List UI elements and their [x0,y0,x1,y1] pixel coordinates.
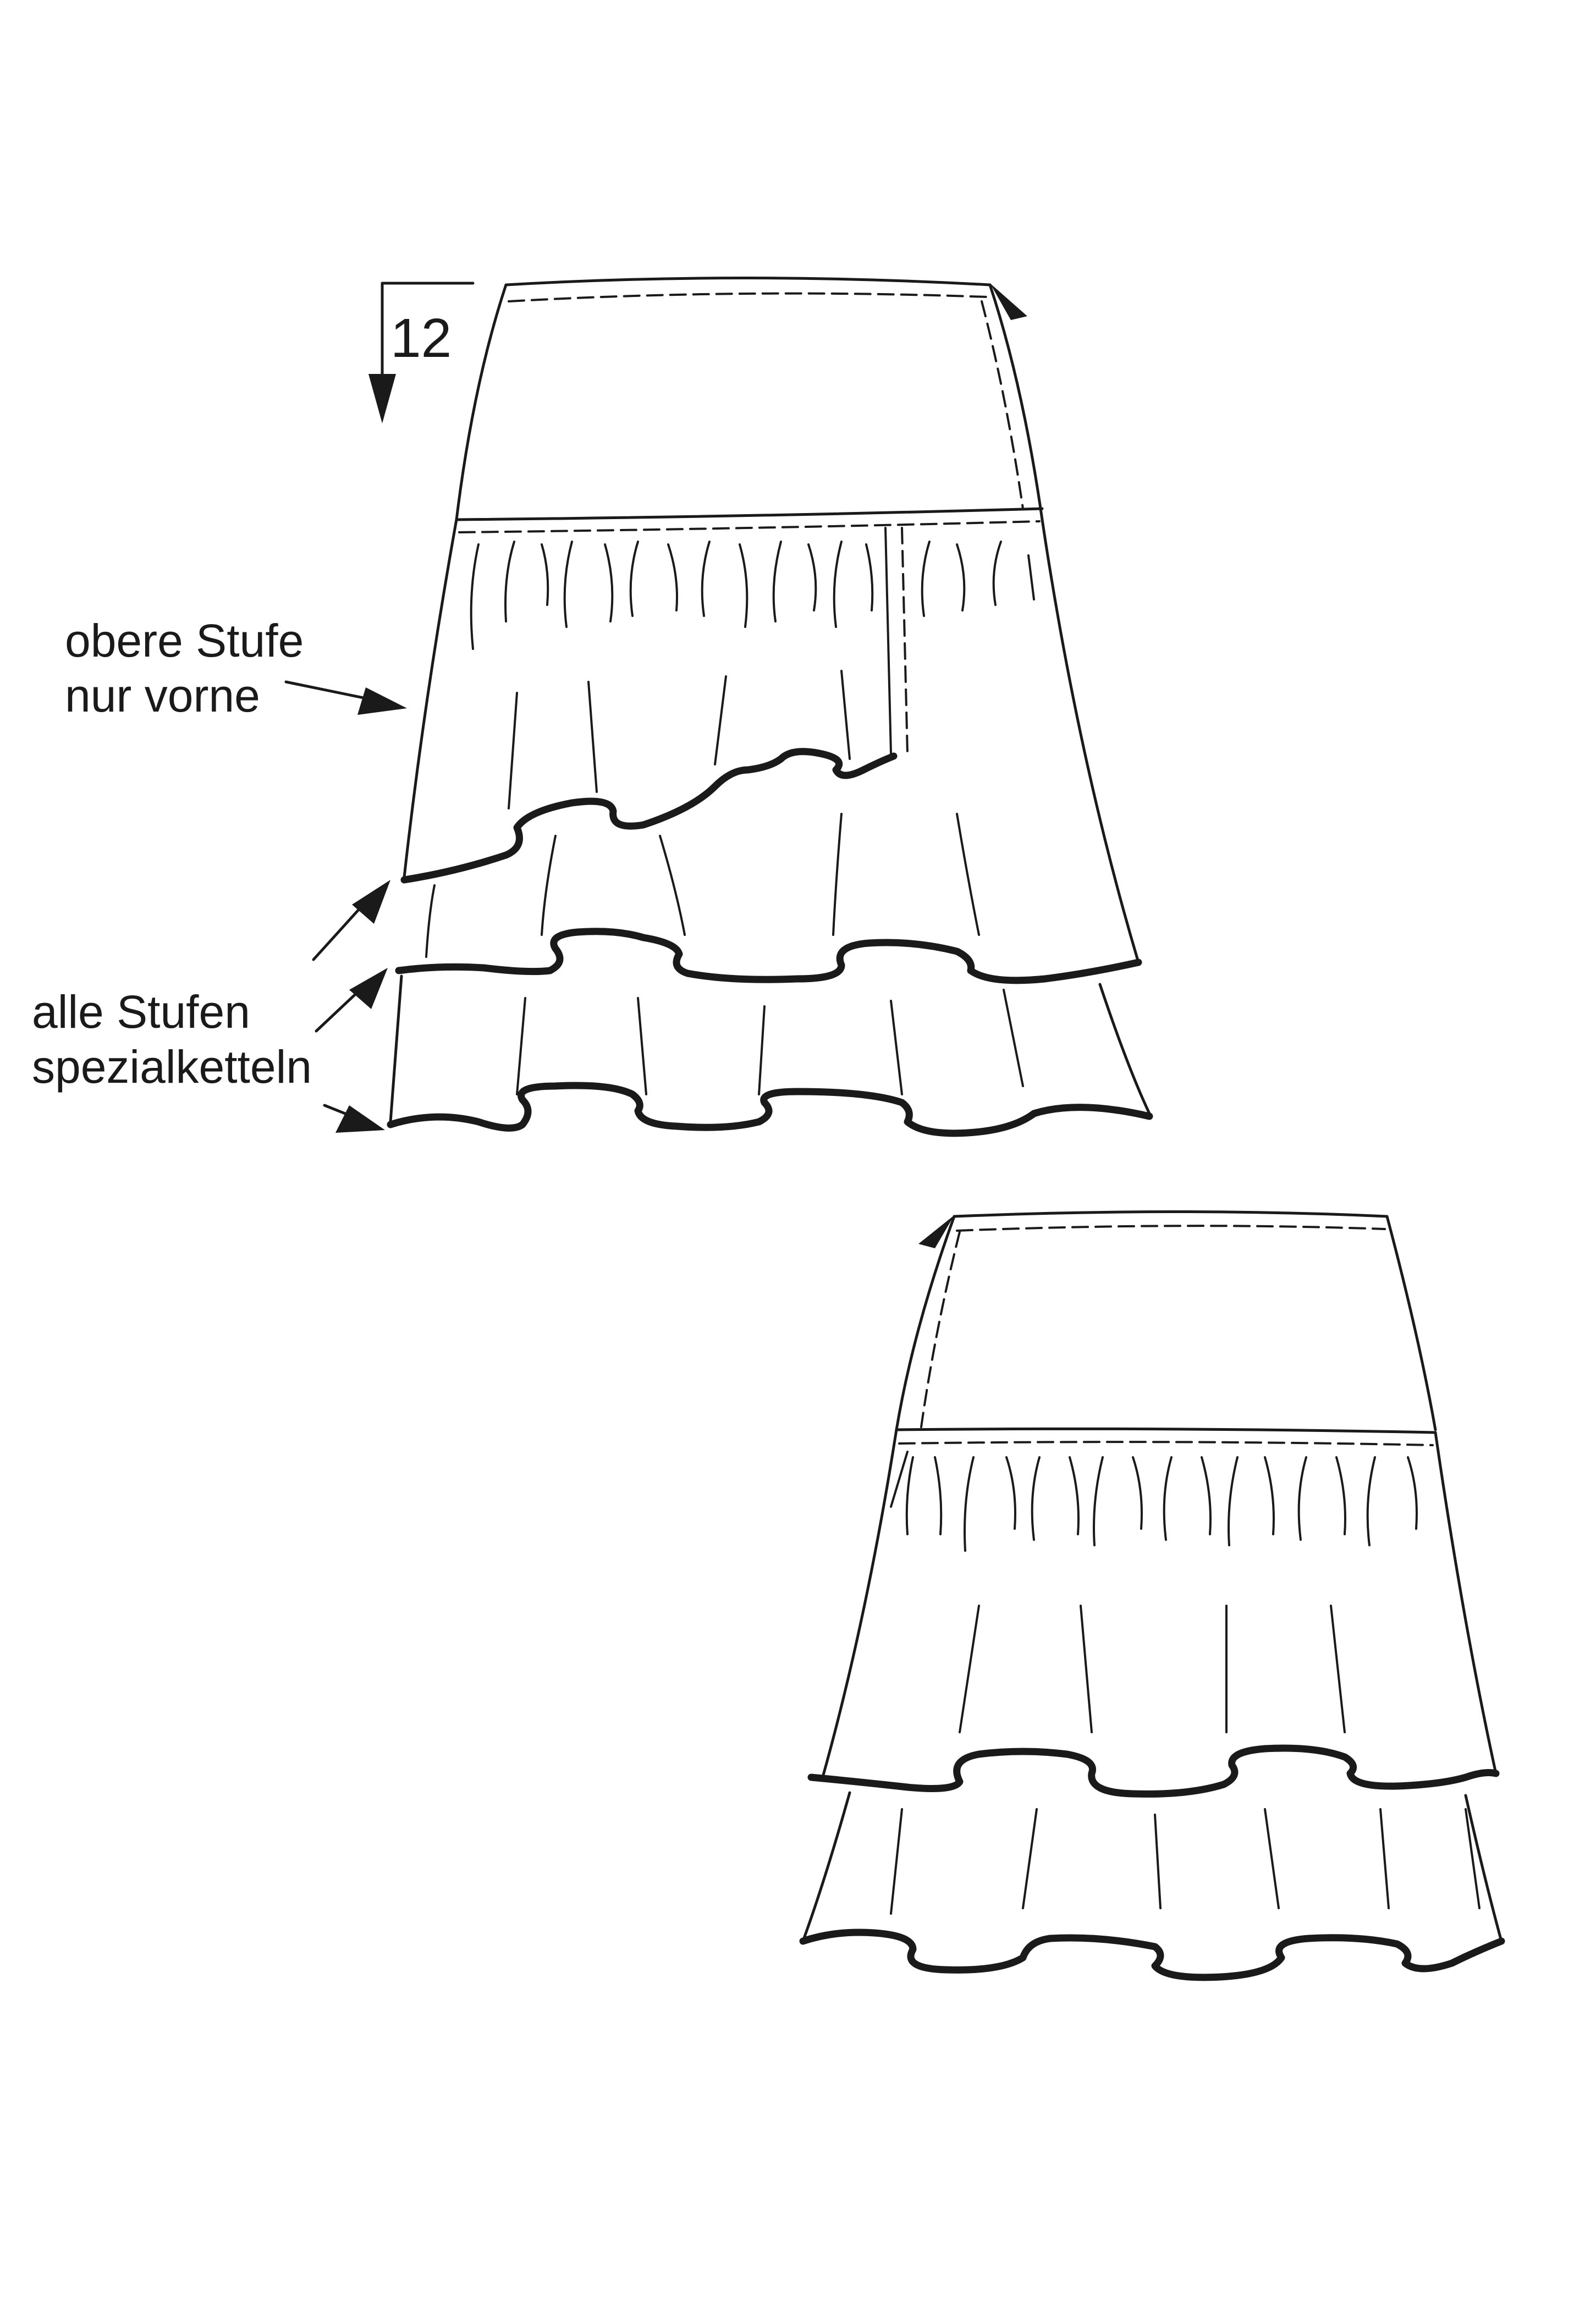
yoke-seam [455,507,1044,521]
annotation-arrow-upper-tier-icon [284,680,407,715]
seam-number-label: 12 [390,307,452,369]
skirt-front-view [284,277,1153,1137]
fold-lines-back-lower [890,1808,1481,1915]
zipper-pull-back-icon [918,1215,954,1248]
lower-tier-hem [387,1082,1153,1137]
skirt-left-edge [403,518,458,879]
middle-tier-hem [395,928,1142,984]
annotation-arrow-tier2-icon [315,968,388,1033]
upper-tier-wrap-edge [884,527,892,754]
skirt-left-edge-back-lower [801,1791,851,1943]
skirt-right-edge [1041,518,1140,964]
skirt-left-edge-lower [389,974,403,1123]
yoke-right-edge [988,283,1044,521]
fold-lines-upper-tier [508,670,851,809]
skirt-right-edge-back [1434,1431,1498,1775]
yoke-left-edge [455,283,508,521]
waistband-topstitch-back [956,1225,1386,1232]
skirt-left-edge-back [821,1428,898,1781]
all-tiers-note-line2: spezialketteln [32,1041,312,1093]
yoke-seam-topstitch-back [898,1441,1434,1446]
upper-tier-note-line2: nur vorne [65,670,260,721]
skirt-right-edge-lower [1098,983,1151,1115]
skirt-back-view [799,1210,1505,1981]
fold-lines-back-upper [959,1605,1346,1733]
zipper-pull-icon [990,283,1027,320]
zipper-placket-back [920,1231,961,1428]
fold-lines-middle-tier [425,813,980,958]
zipper-placket [981,300,1024,510]
seam-allowance-bracket [381,282,475,381]
yoke-left-edge-back [895,1215,956,1431]
back-lower-tier-hem [799,1929,1505,1981]
upper-tier-wrap-stitch [901,527,909,754]
side-seam-stitch [1027,554,1035,600]
yoke-seam-topstitch [458,520,1041,533]
annotation-arrow-tier1-icon [312,880,390,961]
waistband-top-edge [504,277,992,287]
upper-tier-hem [400,748,898,884]
waistband-topstitch [508,292,988,302]
back-upper-tier-hem [807,1744,1500,1798]
waistband-top-edge-back [953,1210,1389,1218]
gather-lines-front [470,541,1002,650]
gather-lines-back [905,1456,1418,1552]
side-seam-stitch-back [890,1451,909,1508]
yoke-seam-back [895,1427,1437,1434]
seam-allowance-arrow-icon [368,374,396,423]
annotation-arrow-tier3-icon [323,1104,385,1133]
fold-lines-lower-tier [516,989,1024,1095]
upper-tier-note-line1: obere Stufe [65,615,304,666]
yoke-right-edge-back [1385,1215,1437,1431]
skirt-right-edge-back-lower [1464,1794,1503,1943]
all-tiers-note-line1: alle Stufen [32,986,250,1038]
